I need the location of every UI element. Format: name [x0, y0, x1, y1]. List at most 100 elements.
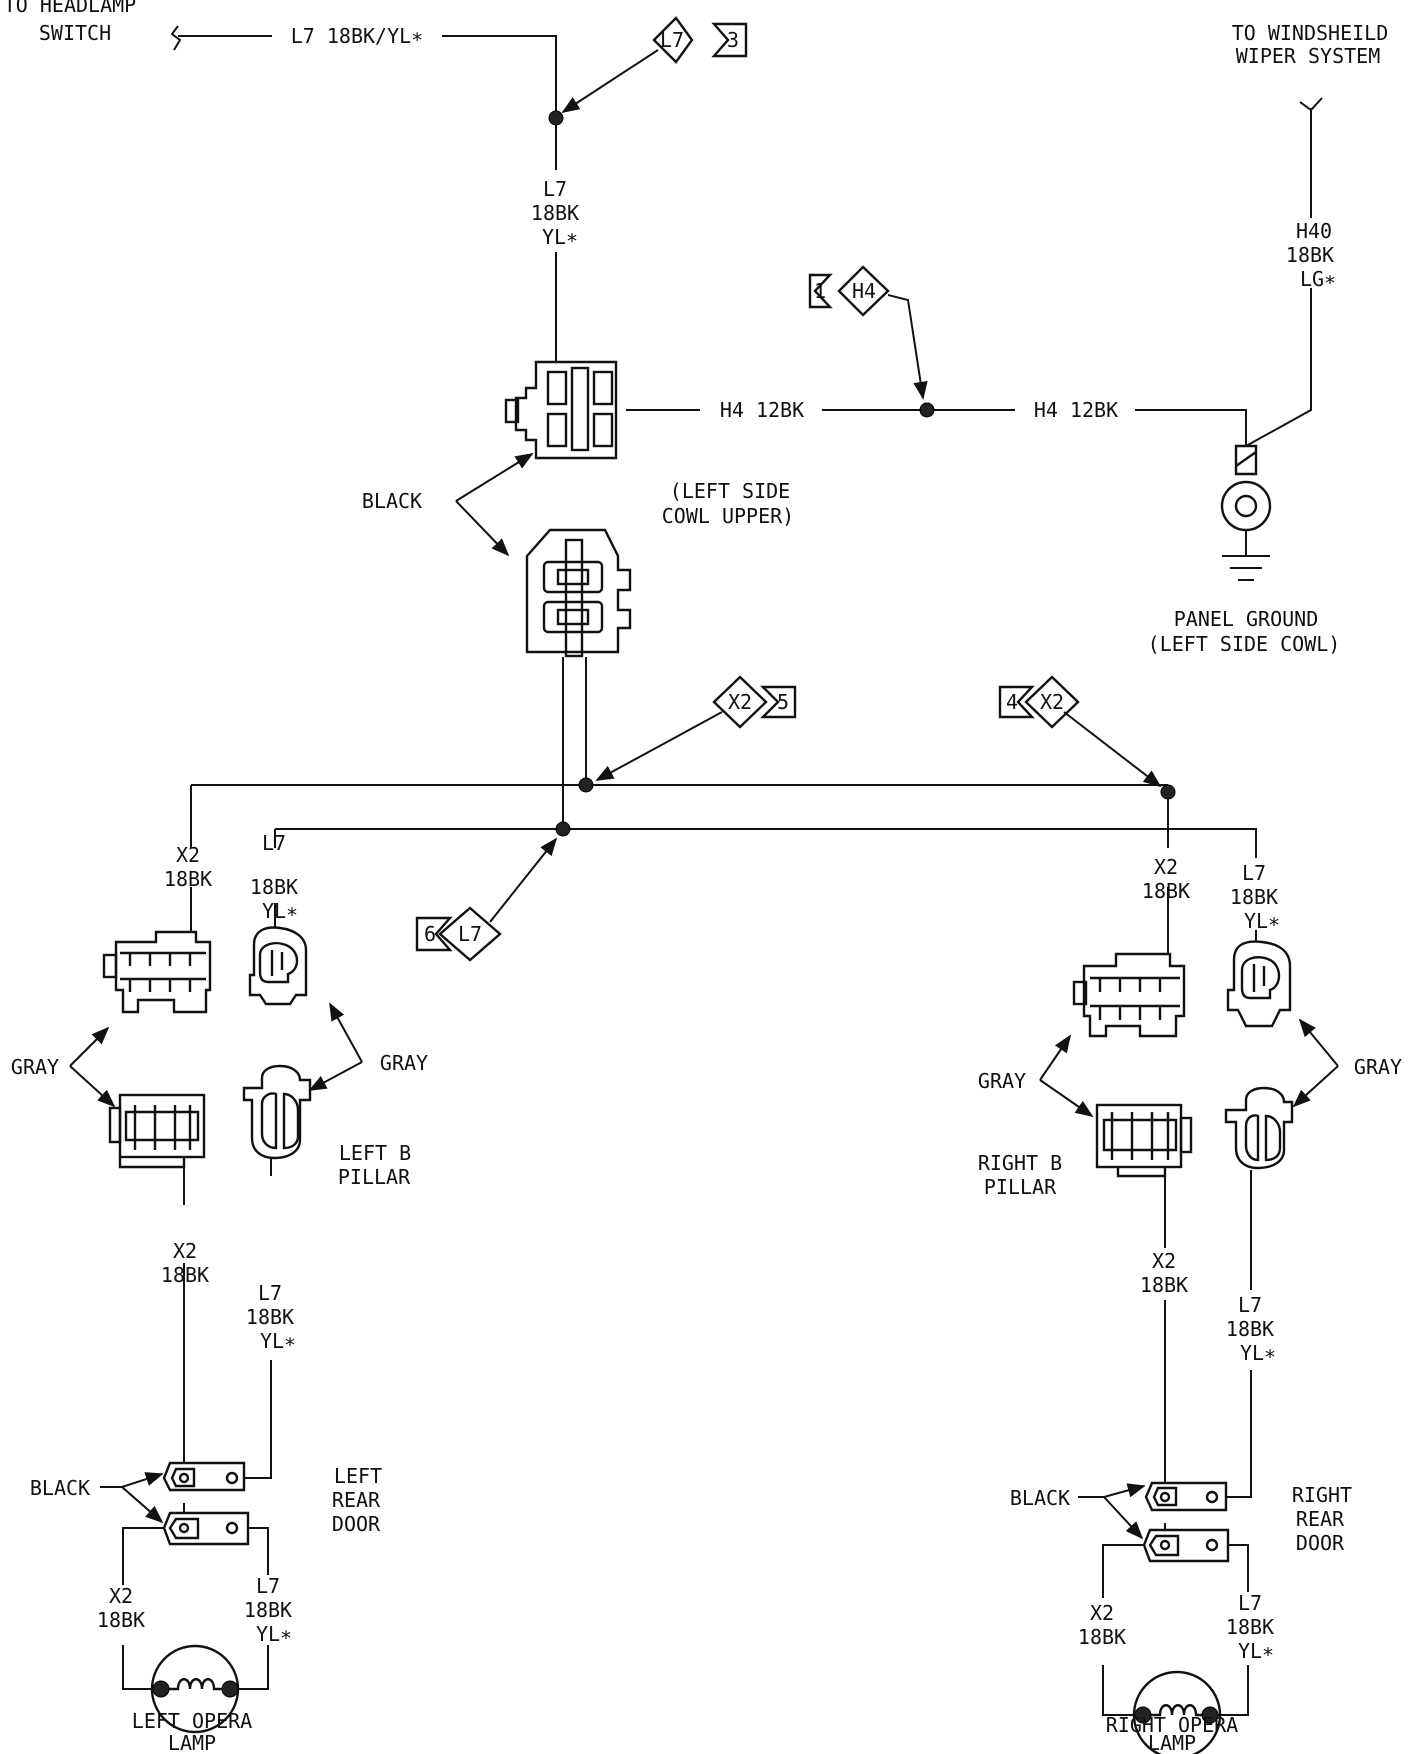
panel-ground-label-1: PANEL GROUND	[1174, 607, 1319, 631]
left-l7-low-label-3: YL∗	[256, 1622, 292, 1646]
cowl-upper-label-1: (LEFT SIDE	[670, 479, 790, 503]
right-x2-upper-label-1: X2	[1154, 855, 1178, 879]
gray-label-left-b: GRAY	[380, 1051, 428, 1075]
h40-wire-label-1: H40	[1296, 219, 1332, 243]
to-wiper-label-2: WIPER SYSTEM	[1236, 44, 1381, 68]
cowl-connector-lower	[525, 528, 632, 658]
right-opera-lamp-label-2: LAMP	[1148, 1731, 1196, 1754]
l7-top-label-1: L7	[543, 177, 567, 201]
left-l7-upper-label-3: YL∗	[262, 899, 298, 923]
ref-circuit: X2	[728, 690, 752, 714]
headlamp-wire-label: L7 18BK/YL∗	[291, 24, 423, 48]
left-x2-upper-label-2: 18BK	[164, 867, 212, 891]
to-headlamp-label-1: TO HEADLAMP	[4, 0, 136, 17]
left-door-connector-lower	[162, 1511, 250, 1546]
left-l7-upper-label-1: L7	[262, 831, 286, 855]
left-rear-door-label-1: LEFT	[334, 1464, 382, 1488]
splices	[548, 110, 1176, 837]
left-x2-connector-lower	[108, 1093, 206, 1169]
black-connector-label-right: BLACK	[1010, 1486, 1070, 1510]
left-x2-upper-label-1: X2	[176, 843, 200, 867]
ref-number: 4	[1006, 690, 1018, 714]
left-x2-connector-upper	[102, 930, 212, 1014]
left-x2-low-label-1: X2	[109, 1584, 133, 1608]
wires	[122, 25, 1323, 1716]
right-rear-door-label-2: REAR	[1296, 1507, 1345, 1531]
splice-dot	[1160, 784, 1176, 800]
right-l7-upper-label-3: YL∗	[1244, 909, 1280, 933]
right-l7-low-label-2: 18BK	[1226, 1615, 1274, 1639]
to-headlamp-label-2: SWITCH	[39, 21, 111, 45]
splice-dot	[555, 821, 571, 837]
splice-dot	[578, 777, 594, 793]
cowl-upper-label-2: COWL UPPER)	[662, 504, 794, 528]
gray-label-right-a: GRAY	[978, 1069, 1026, 1093]
right-rear-door-label-1: RIGHT	[1292, 1483, 1352, 1507]
right-x2-low-label-1: X2	[1090, 1601, 1114, 1625]
ref-circuit: X2	[1040, 690, 1064, 714]
left-x2-mid-label-2: 18BK	[161, 1263, 209, 1287]
right-l7-connector-upper	[1226, 940, 1292, 1028]
ref-number: 1	[814, 279, 826, 303]
left-l7-upper-label-2: 18BK	[250, 875, 298, 899]
ref-circuit: L7	[660, 28, 684, 52]
left-l7-mid-label-3: YL∗	[260, 1329, 296, 1353]
right-l7-upper-label-1: L7	[1242, 861, 1266, 885]
left-rear-door-label-2: REAR	[332, 1488, 381, 1512]
left-rear-door-label-3: DOOR	[332, 1512, 381, 1536]
left-x2-mid-label-1: X2	[173, 1239, 197, 1263]
splice-dot	[919, 402, 935, 418]
right-l7-mid-label-1: L7	[1238, 1293, 1262, 1317]
l7-top-label-3: YL∗	[542, 225, 578, 249]
left-x2-low-label-2: 18BK	[97, 1608, 145, 1632]
right-door-connector-lower	[1142, 1528, 1230, 1563]
ref-number: 6	[424, 922, 436, 946]
right-l7-mid-label-2: 18BK	[1226, 1317, 1274, 1341]
ref-number: 5	[777, 690, 789, 714]
left-l7-connector-upper	[248, 926, 308, 1006]
right-x2-mid-label-1: X2	[1152, 1249, 1176, 1273]
right-x2-mid-label-2: 18BK	[1140, 1273, 1188, 1297]
ref-l7-6: 6 L7	[415, 837, 558, 962]
ref-number: 3	[727, 28, 739, 52]
panel-ground-label-2: (LEFT SIDE COWL)	[1148, 632, 1341, 656]
right-opera-lamp-symbol	[1132, 1670, 1222, 1754]
left-l7-low-label-1: L7	[256, 1574, 280, 1598]
right-l7-connector-lower	[1224, 1086, 1294, 1170]
gray-label-right-b: GRAY	[1354, 1055, 1402, 1079]
l7-top-label-2: 18BK	[531, 201, 579, 225]
ref-circuit: L7	[458, 922, 482, 946]
right-x2-connector-upper	[1072, 952, 1186, 1038]
left-b-pillar-label-2: PILLAR	[338, 1165, 411, 1189]
right-x2-low-label-2: 18BK	[1078, 1625, 1126, 1649]
ref-x2-5: X2 5	[595, 675, 797, 781]
left-l7-mid-label-1: L7	[258, 1281, 282, 1305]
right-l7-upper-label-2: 18BK	[1230, 885, 1278, 909]
pointer-arrows	[69, 453, 1339, 1540]
left-door-connector-upper	[162, 1461, 246, 1492]
left-l7-mid-label-2: 18BK	[246, 1305, 294, 1329]
to-wiper-label-1: TO WINDSHEILD	[1232, 21, 1389, 45]
splice-dot	[548, 110, 564, 126]
right-b-pillar-label-2: PILLAR	[984, 1175, 1057, 1199]
h40-wire-label-2: 18BK	[1286, 243, 1334, 267]
h4-right-label: H4 12BK	[1034, 398, 1118, 422]
right-opera-lamp-label-1: RIGHT OPERA	[1106, 1713, 1238, 1737]
left-l7-connector-lower	[242, 1064, 312, 1160]
right-b-pillar-label-1: RIGHT B	[978, 1151, 1062, 1175]
gray-label-left-a: GRAY	[11, 1055, 59, 1079]
right-x2-connector-lower	[1095, 1103, 1193, 1178]
h40-wire-label-3: LG∗	[1300, 267, 1336, 291]
left-b-pillar-label-1: LEFT B	[339, 1141, 411, 1165]
h4-left-label: H4 12BK	[720, 398, 804, 422]
labels: TO HEADLAMP SWITCH L7 18BK/YL∗ TO WINDSH…	[4, 0, 1402, 1754]
right-door-connector-upper	[1144, 1481, 1228, 1512]
ref-l7-3: L7 3	[561, 16, 748, 113]
left-opera-lamp-label-2: LAMP	[168, 1731, 216, 1754]
left-opera-lamp-label-1: LEFT OPERA	[132, 1709, 252, 1733]
panel-ground-symbol	[1220, 444, 1272, 581]
ref-circuit: H4	[852, 279, 876, 303]
left-opera-lamp-symbol	[150, 1644, 240, 1734]
black-connector-label-left: BLACK	[30, 1476, 90, 1500]
